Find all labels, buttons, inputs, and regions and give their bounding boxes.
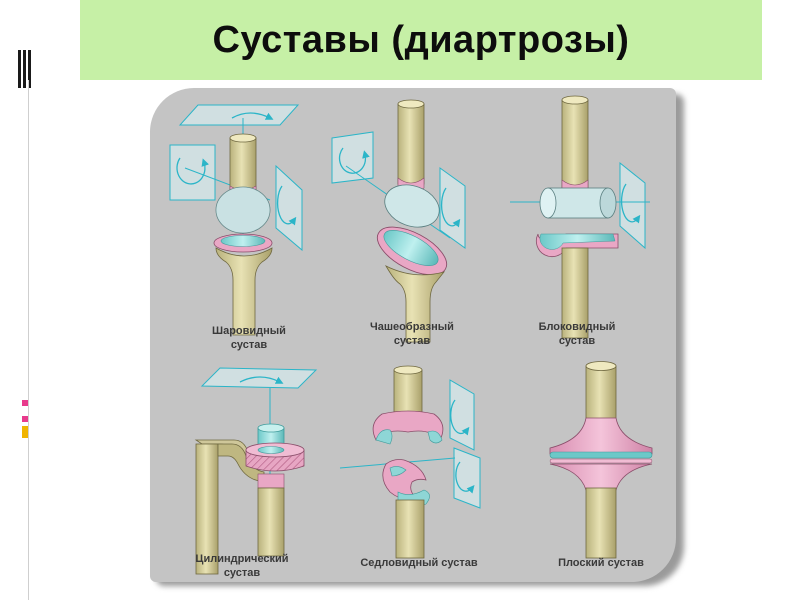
- caption-cylindrical-joint: Цилиндрический сустав: [172, 552, 312, 580]
- caption-cup-joint: Чашеобразный сустав: [347, 320, 477, 348]
- caption-cylindrical-joint-line1: Цилиндрический: [172, 552, 312, 566]
- slide-title: Суставы (диартрозы): [213, 19, 630, 62]
- caption-saddle-joint-line1: Седловидный сустав: [334, 556, 504, 570]
- caption-ball-joint-line2: сустав: [194, 338, 304, 352]
- ball-joint-figure: [170, 105, 302, 335]
- caption-ball-joint-line1: Шаровидный: [194, 324, 304, 338]
- saddle-joint-figure: [340, 366, 480, 558]
- caption-cup-joint-line1: Чашеобразный: [347, 320, 477, 334]
- left-decoration: [18, 50, 32, 88]
- title-band: Суставы (диартрозы): [80, 0, 762, 80]
- caption-cup-joint-line2: сустав: [347, 334, 477, 348]
- cylindrical-joint-figure: [196, 368, 316, 574]
- hinge-joint-figure: [510, 96, 650, 338]
- caption-hinge-joint-line2: сустав: [512, 334, 642, 348]
- caption-ball-joint: Шаровидный сустав: [194, 324, 304, 352]
- yellow-marker: [22, 426, 28, 438]
- caption-hinge-joint: Блоковидный сустав: [512, 320, 642, 348]
- caption-hinge-joint-line1: Блоковидный: [512, 320, 642, 334]
- left-rule: [28, 80, 29, 600]
- caption-cylindrical-joint-line2: сустав: [172, 566, 312, 580]
- plane-joint-figure: [550, 362, 652, 559]
- caption-plane-joint: Плоский сустав: [536, 556, 666, 570]
- cup-joint-figure: [332, 100, 465, 342]
- caption-plane-joint-line1: Плоский сустав: [536, 556, 666, 570]
- diagram-panel: Шаровидный сустав Чашеобразный сустав Бл…: [150, 88, 676, 582]
- pink-marker: [22, 400, 28, 406]
- caption-saddle-joint: Седловидный сустав: [334, 556, 504, 570]
- pink-marker: [22, 416, 28, 422]
